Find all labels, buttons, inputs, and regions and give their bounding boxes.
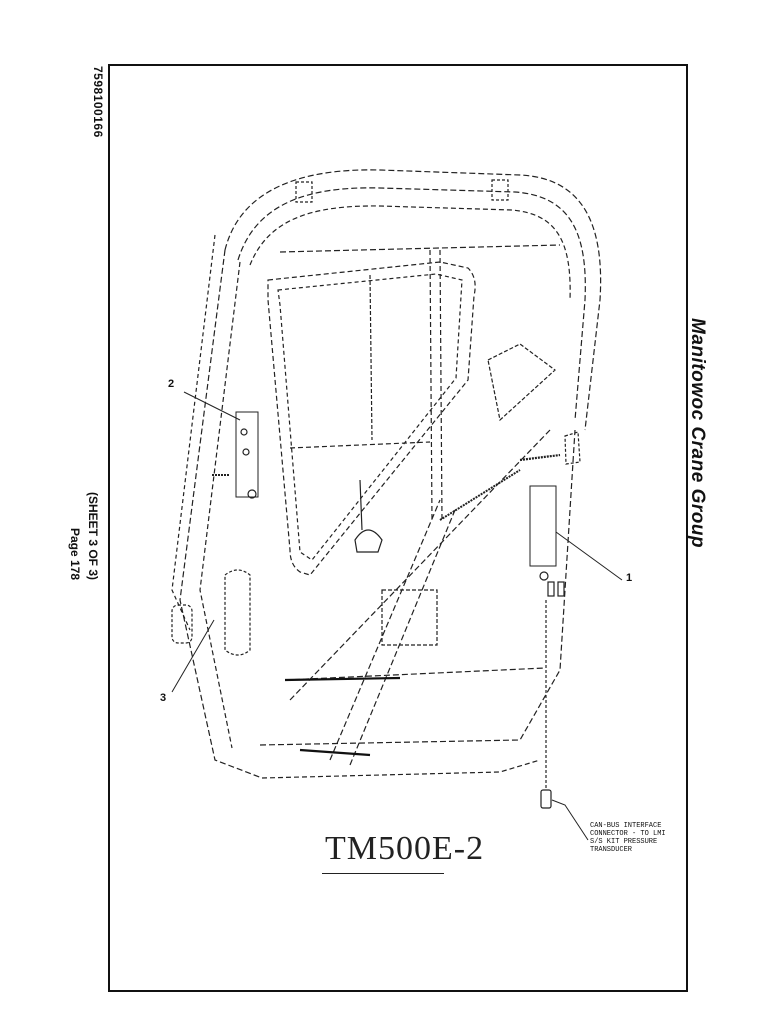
module-1-plug-b <box>557 581 565 597</box>
crossbar-mid <box>289 441 431 449</box>
callout-3: 3 <box>160 692 167 704</box>
module-1-plug-a <box>547 581 555 597</box>
front-window-frame-inner <box>277 273 463 561</box>
roof-tab-left <box>295 181 313 203</box>
seat-block <box>381 589 438 646</box>
harness-run-diag <box>439 469 521 521</box>
cab-roof-inner <box>237 187 586 421</box>
callout-1: 1 <box>626 572 633 584</box>
left-pillar <box>179 249 263 779</box>
leader-line-1 <box>555 531 623 581</box>
center-post-2 <box>439 249 443 521</box>
right-bracket <box>564 431 581 465</box>
diagonal-brace-3 <box>349 509 456 766</box>
window-divider <box>369 274 373 441</box>
cab-roof-rail <box>249 205 571 301</box>
control-module-2 <box>235 411 259 498</box>
cab-roof-outline <box>224 169 602 431</box>
diagonal-brace-1 <box>289 429 551 701</box>
crossbar-top <box>279 244 561 253</box>
note-line: TRANSDUCER <box>590 846 633 854</box>
floor-inner <box>299 748 371 757</box>
callout-2: 2 <box>168 378 175 390</box>
can-bus-note: CAN-BUS INTERFACE CONNECTOR - TO LMI S/S… <box>590 822 666 854</box>
harness-run-right <box>519 453 561 462</box>
left-pedal <box>224 569 251 656</box>
left-pillar-inner <box>199 261 241 749</box>
left-foot-pad <box>171 604 193 644</box>
floor-front-rail <box>284 667 546 681</box>
drawing-frame <box>108 64 688 992</box>
front-window-frame <box>267 261 476 576</box>
model-underline <box>322 873 444 874</box>
floor-bar <box>284 676 401 682</box>
roof-tab-right <box>491 179 509 201</box>
module-1-connector <box>539 571 549 581</box>
floor-bottom <box>261 759 541 779</box>
floor-rail <box>259 429 576 746</box>
left-pillar-rail <box>171 234 216 631</box>
leader-line-2 <box>183 391 241 421</box>
note-line: CAN-BUS INTERFACE <box>590 822 662 830</box>
side-window <box>487 343 556 422</box>
diagonal-brace-2 <box>329 499 441 761</box>
model-label: TM500E-2 <box>325 830 485 867</box>
module-2-connector-b <box>242 448 250 456</box>
center-post <box>429 249 433 521</box>
module-2-connector-a <box>240 428 248 436</box>
control-module-1 <box>529 485 557 567</box>
leader-line-3 <box>171 619 215 693</box>
module-2-connector-c <box>247 489 257 499</box>
note-line: S/S KIT PRESSURE <box>590 838 658 846</box>
can-bus-leader <box>551 799 589 841</box>
note-line: CONNECTOR - TO LMI <box>590 830 666 838</box>
joystick <box>354 479 383 553</box>
can-bus-connector <box>540 789 552 809</box>
